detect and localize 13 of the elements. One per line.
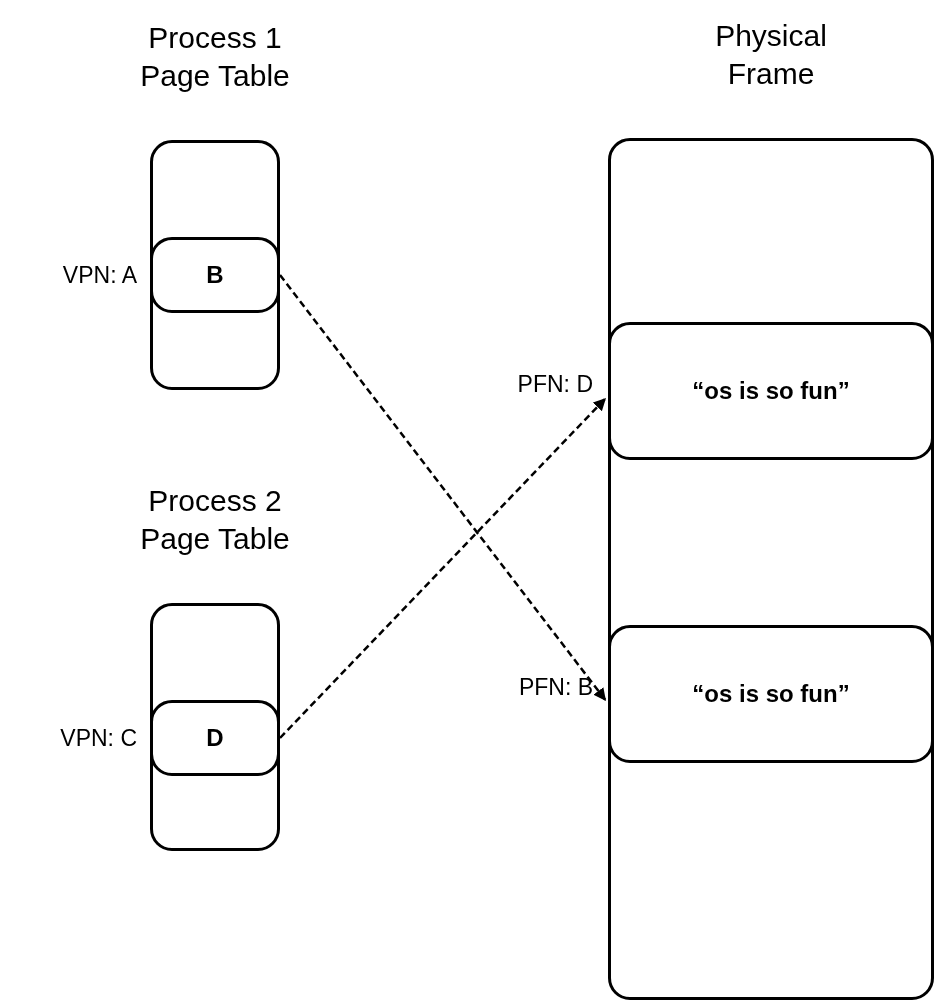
address-label: PFN: B <box>518 673 593 701</box>
dashed-arrow <box>279 397 607 739</box>
column-heading: Process 1 Page Table <box>139 20 291 94</box>
entry-value: D <box>205 724 225 752</box>
entry-value: “os is so fun” <box>691 680 851 708</box>
address-label: PFN: D <box>517 370 593 398</box>
address-label: VPN: A <box>62 261 137 289</box>
column-heading: Process 2 Page Table <box>139 483 291 557</box>
entry-value: B <box>205 261 225 289</box>
address-label: VPN: C <box>60 724 137 752</box>
entry-value: “os is so fun” <box>691 377 851 405</box>
column-heading: Physical Frame <box>714 18 828 92</box>
dashed-arrow <box>279 274 607 702</box>
